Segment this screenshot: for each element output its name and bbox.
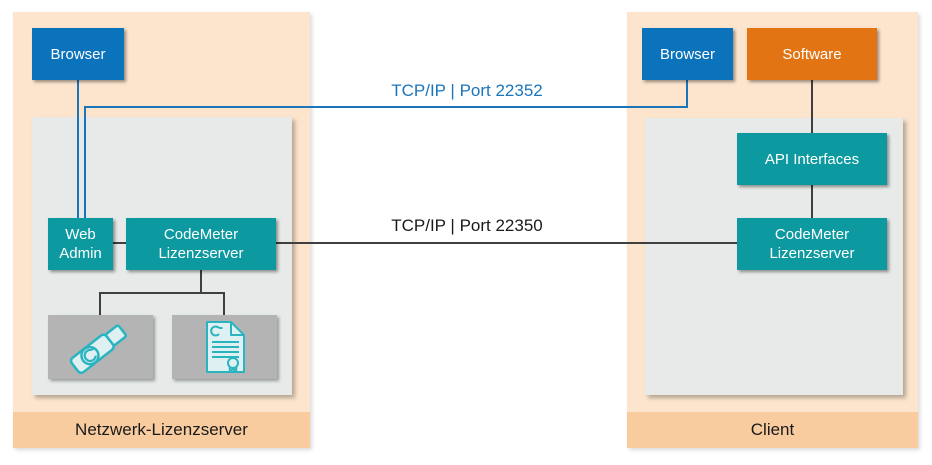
branch-to-license-line: [223, 292, 225, 315]
tcp22352-label: TCP/IP | Port 22352: [391, 81, 543, 100]
tcp22352-line-vertical-right: [686, 80, 688, 108]
branch-to-dongle-line: [99, 292, 101, 315]
branch-horizontal-line: [99, 292, 225, 294]
server-codemeter-box: CodeMeter Lizenzserver: [126, 218, 276, 270]
cm-stick-container: [48, 315, 153, 379]
client-browser-box: Browser: [642, 28, 733, 80]
api-to-codemeter-line: [811, 185, 813, 218]
cm-act-license-container: [172, 315, 277, 379]
tcp22350-label: TCP/IP | Port 22350: [391, 216, 543, 235]
web-admin-box: Web Admin: [48, 218, 113, 270]
software-to-api-line: [811, 80, 813, 133]
client-title-strip: Client: [627, 412, 918, 448]
server-browser-box: Browser: [32, 28, 124, 80]
tcp22352-line-vertical-left: [84, 106, 86, 218]
tcp22350-line: [276, 242, 737, 244]
client-codemeter-box: CodeMeter Lizenzserver: [737, 218, 887, 270]
cm-stick-usb-dongle-icon: [69, 324, 127, 375]
server-browser-to-webadmin-line: [77, 80, 79, 218]
api-interfaces-box: API Interfaces: [737, 133, 887, 185]
network-license-server-title: Netzwerk-Lizenzserver: [75, 420, 248, 439]
webadmin-to-codemeter-line: [113, 242, 126, 244]
cm-act-license-file-icon: [205, 321, 245, 373]
client-title: Client: [750, 420, 795, 439]
network-license-server-title-strip: Netzwerk-Lizenzserver: [13, 412, 310, 448]
tcp22352-line-horizontal: [84, 106, 688, 108]
software-box: Software: [747, 28, 877, 80]
codemeter-to-branch-line: [200, 270, 202, 294]
